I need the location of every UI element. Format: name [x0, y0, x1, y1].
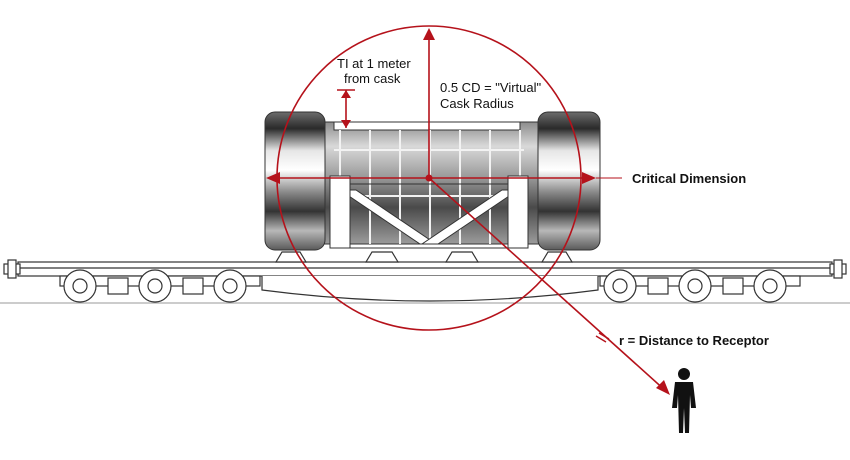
radius-label-line2: Cask Radius — [440, 96, 514, 111]
ti-label-line1: TI at 1 meter — [337, 56, 411, 71]
cask-right-impact-limiter — [537, 111, 601, 251]
railcar-well — [261, 276, 599, 302]
railcar — [3, 251, 847, 303]
break-mark — [595, 332, 610, 343]
ti-label-line2: from cask — [344, 71, 401, 86]
distance-label: r = Distance to Receptor — [619, 333, 769, 348]
railcar-deck — [17, 261, 833, 277]
cask-cradle — [329, 175, 529, 249]
distance-arrow — [428, 177, 668, 393]
annotations — [266, 25, 670, 395]
radius-label-line1: 0.5 CD = "Virtual" — [440, 80, 542, 95]
right-truck — [599, 269, 801, 303]
cask-top-rail — [333, 121, 521, 131]
receptor-person-icon — [672, 368, 696, 433]
left-truck — [59, 269, 261, 303]
shipping-cask — [264, 111, 601, 251]
left-coupler — [3, 259, 21, 279]
right-coupler — [829, 259, 847, 279]
critical-dimension-label: Critical Dimension — [632, 171, 747, 186]
